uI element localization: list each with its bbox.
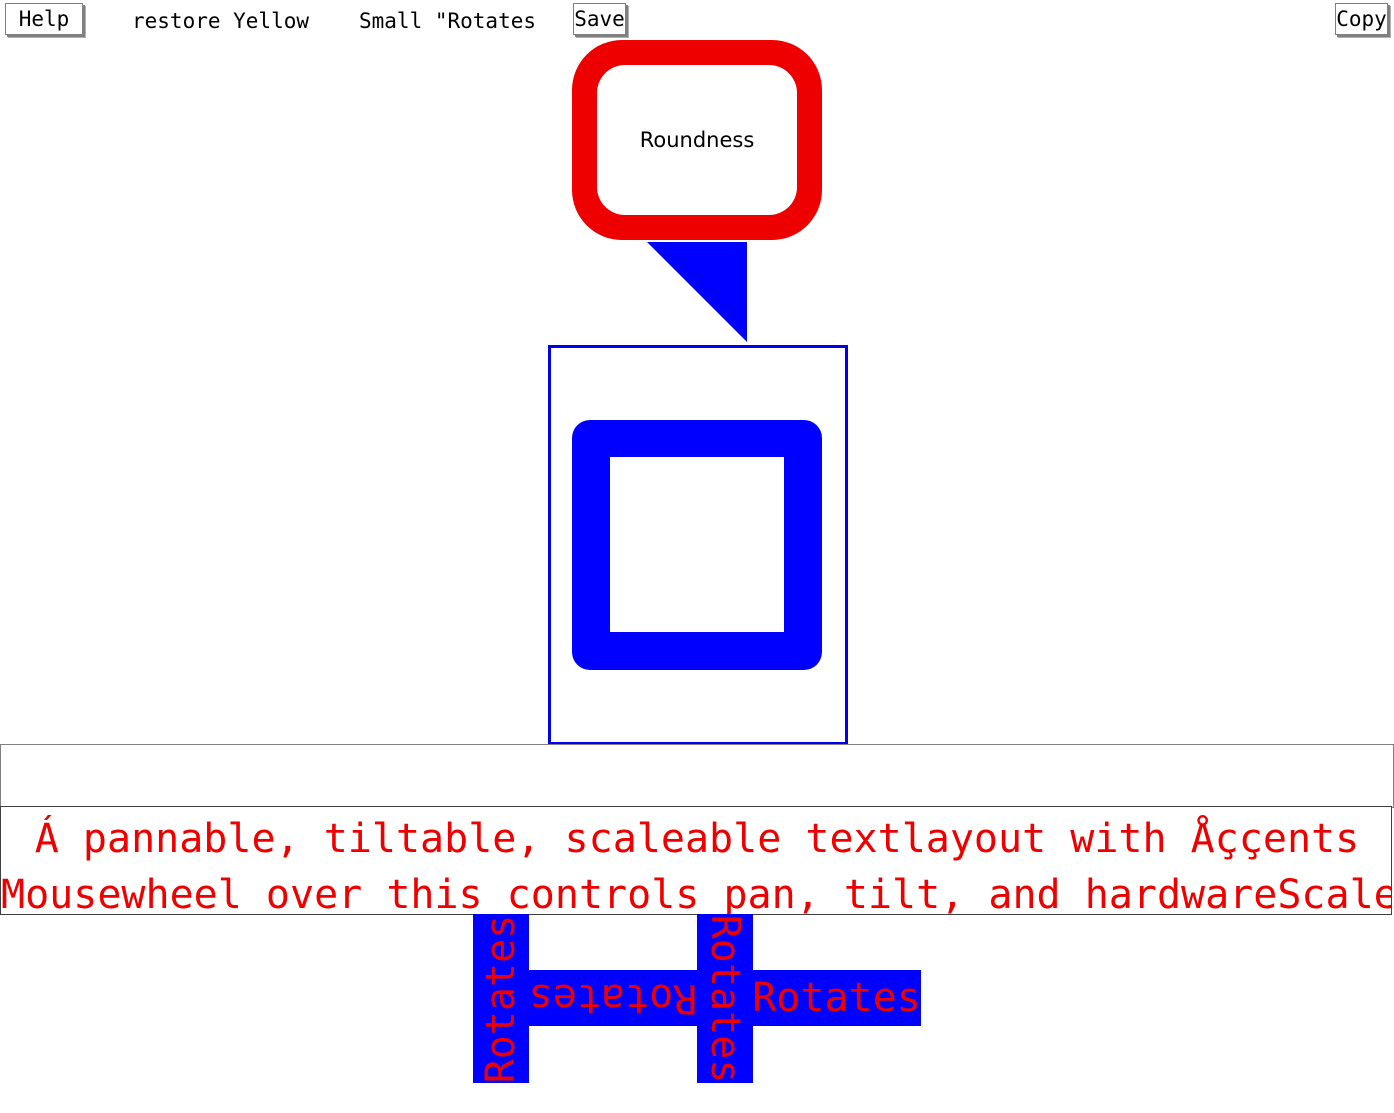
text-layout-line-2: Mousewheel over this controls pan, tilt,…	[1, 872, 1392, 915]
text-layout-panel[interactable]: Á pannable, tiltable, scaleable textlayo…	[0, 806, 1392, 915]
save-button[interactable]: Save	[573, 3, 626, 35]
triangle-shape	[647, 242, 747, 342]
rotated-label-normal: Rotates	[752, 970, 921, 1026]
text-layout-line-1: Á pannable, tiltable, scaleable textlayo…	[34, 816, 1360, 862]
rotated-label-upside-down: Rotates	[528, 970, 698, 1026]
roundness-label: Roundness	[639, 128, 755, 152]
roundness-box[interactable]: Roundness	[597, 65, 797, 215]
rotated-text-upside-down: Rotates	[528, 975, 698, 1021]
text-input[interactable]	[0, 744, 1394, 808]
square-inner	[610, 457, 784, 632]
rotated-text-normal: Rotates	[752, 975, 921, 1021]
rotated-text-up: Rotates	[478, 914, 524, 1083]
rotated-text-down: Rotates	[702, 914, 748, 1083]
copy-button[interactable]: Copy	[1335, 3, 1388, 35]
help-button[interactable]: Help	[5, 3, 83, 35]
restore-yellow-label[interactable]: restore Yellow	[132, 9, 310, 33]
rotated-label-down: Rotates	[697, 914, 753, 1083]
small-rotates-label[interactable]: Small "Rotates	[359, 9, 537, 33]
rotated-label-up: Rotates	[473, 914, 529, 1083]
